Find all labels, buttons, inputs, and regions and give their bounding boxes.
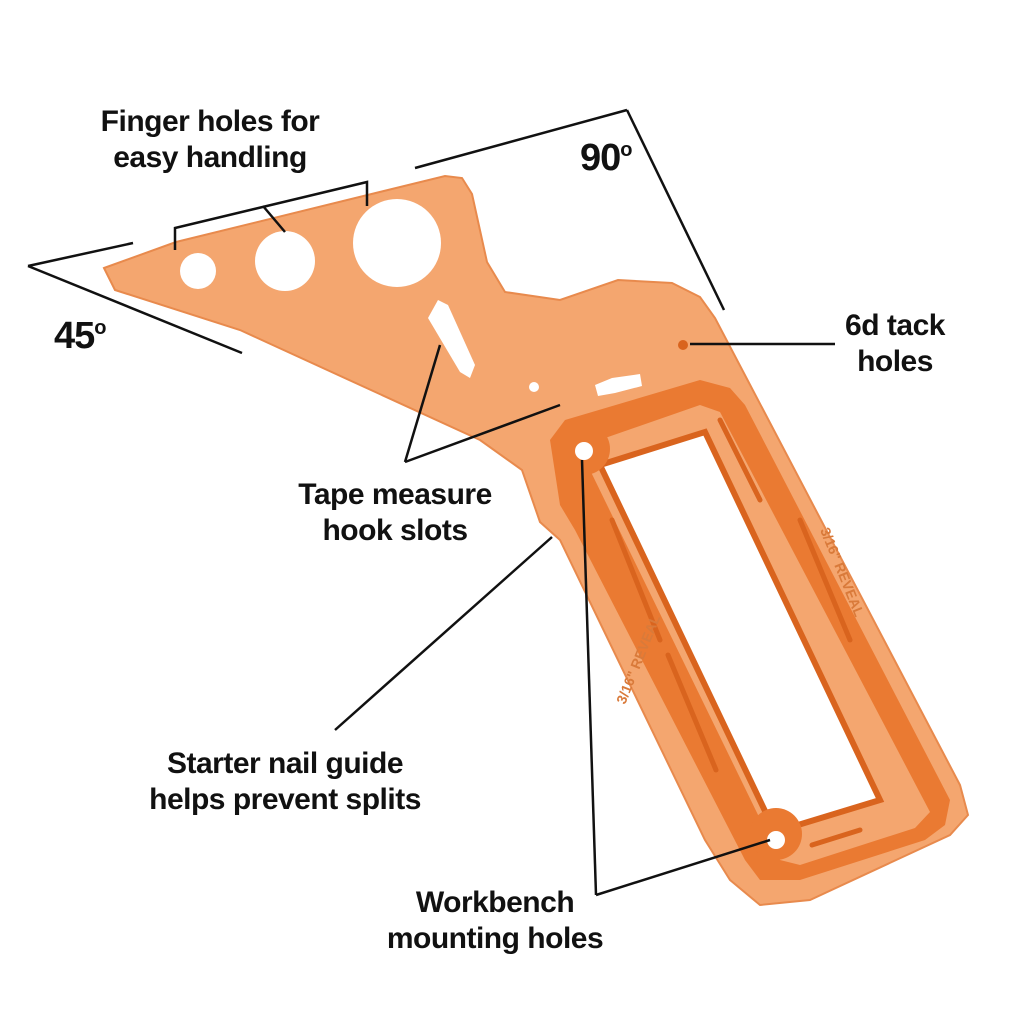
tape-slots-leader-a (403, 344, 442, 463)
angle-90-line-top (414, 108, 628, 170)
starter-nail-leader (334, 536, 553, 731)
tape-slots-label-line1: Tape measure (298, 478, 492, 511)
tack-holes-label-line1: 6d tack (845, 309, 945, 342)
angle-90-label: 90o (580, 137, 633, 180)
finger-holes-label-line1: Finger holes for (100, 105, 320, 138)
angle-90-degree: o (620, 139, 632, 161)
starter-nail-label: Starter nail guide helps prevent splits (140, 746, 430, 818)
tape-slots-label-line2: hook slots (322, 514, 468, 547)
tack-holes-label: 6d tack holes (830, 308, 960, 380)
tape-slots-leader-b (404, 403, 561, 464)
leader-lines (27, 108, 835, 897)
workbench-leader-a (580, 459, 598, 896)
angle-90-value: 90 (580, 137, 621, 179)
starter-nail-label-line1: Starter nail guide (166, 747, 404, 780)
finger-hole-small (180, 253, 216, 289)
workbench-label: Workbench mounting holes (380, 885, 610, 957)
starter-nail-label-line2: helps prevent splits (149, 783, 421, 816)
tape-slots-label: Tape measure hook slots (290, 477, 500, 549)
finger-hole-medium (255, 231, 315, 291)
tack-holes-label-line2: holes (857, 345, 933, 378)
workbench-leader-b (595, 838, 771, 897)
finger-holes-leader (173, 180, 369, 250)
tack-hole (678, 340, 688, 350)
finger-hole-large (353, 199, 441, 287)
workbench-label-line1: Workbench (415, 886, 575, 919)
tape-slot-diagonal (428, 300, 475, 378)
mounting-hole-top (575, 442, 593, 460)
mounting-hole-bottom (767, 831, 785, 849)
finger-holes-label: Finger holes for easy handling (90, 104, 330, 176)
frame-slots (609, 417, 863, 848)
angle-45-degree: o (94, 317, 106, 339)
tape-slot-horizontal (595, 374, 642, 396)
handle-window (600, 432, 880, 832)
angle-45-value: 45 (54, 315, 95, 357)
angle-45-line-top (27, 241, 134, 268)
finger-holes-leader-mid (262, 205, 286, 233)
angle-45-line-bottom (27, 264, 243, 355)
angle-45-label: 45o (54, 315, 107, 358)
finger-holes-label-line2: easy handling (113, 141, 307, 174)
handle-window-lip (595, 428, 885, 836)
small-pilot-hole (529, 382, 539, 392)
angle-90-line-side (625, 109, 726, 311)
workbench-label-line2: mounting holes (386, 922, 604, 955)
